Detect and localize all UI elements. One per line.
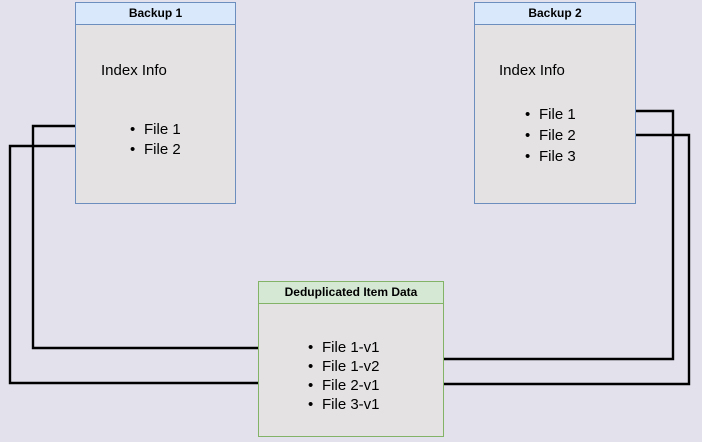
list-item[interactable]: File 1 — [130, 120, 181, 140]
backup1-title: Backup 1 — [76, 3, 235, 25]
list-item[interactable]: File 2 — [525, 125, 576, 146]
list-item[interactable]: File 1-v1 — [308, 338, 380, 357]
list-item[interactable]: File 1 — [525, 104, 576, 125]
list-item[interactable]: File 2-v1 — [308, 376, 380, 395]
backup1-node[interactable]: Backup 1 Index Info File 1 File 2 — [75, 2, 236, 204]
list-item[interactable]: File 1-v2 — [308, 357, 380, 376]
backup2-body: Index Info File 1 File 2 File 3 — [475, 25, 635, 203]
backup2-node[interactable]: Backup 2 Index Info File 1 File 2 File 3 — [474, 2, 636, 204]
backup2-index-label: Index Info — [499, 62, 565, 79]
list-item[interactable]: File 2 — [130, 140, 181, 160]
list-item[interactable]: File 3-v1 — [308, 395, 380, 414]
backup1-index-label: Index Info — [101, 62, 167, 79]
list-item[interactable]: File 3 — [525, 146, 576, 167]
backup2-title: Backup 2 — [475, 3, 635, 25]
dedup-body: File 1-v1 File 1-v2 File 2-v1 File 3-v1 — [259, 304, 443, 436]
dedup-item-list: File 1-v1 File 1-v2 File 2-v1 File 3-v1 — [308, 338, 380, 414]
backup1-file-list: File 1 File 2 — [130, 120, 181, 160]
backup2-file-list: File 1 File 2 File 3 — [525, 104, 576, 167]
backup1-body: Index Info File 1 File 2 — [76, 25, 235, 203]
dedup-node[interactable]: Deduplicated Item Data File 1-v1 File 1-… — [258, 281, 444, 437]
dedup-title: Deduplicated Item Data — [259, 282, 443, 304]
